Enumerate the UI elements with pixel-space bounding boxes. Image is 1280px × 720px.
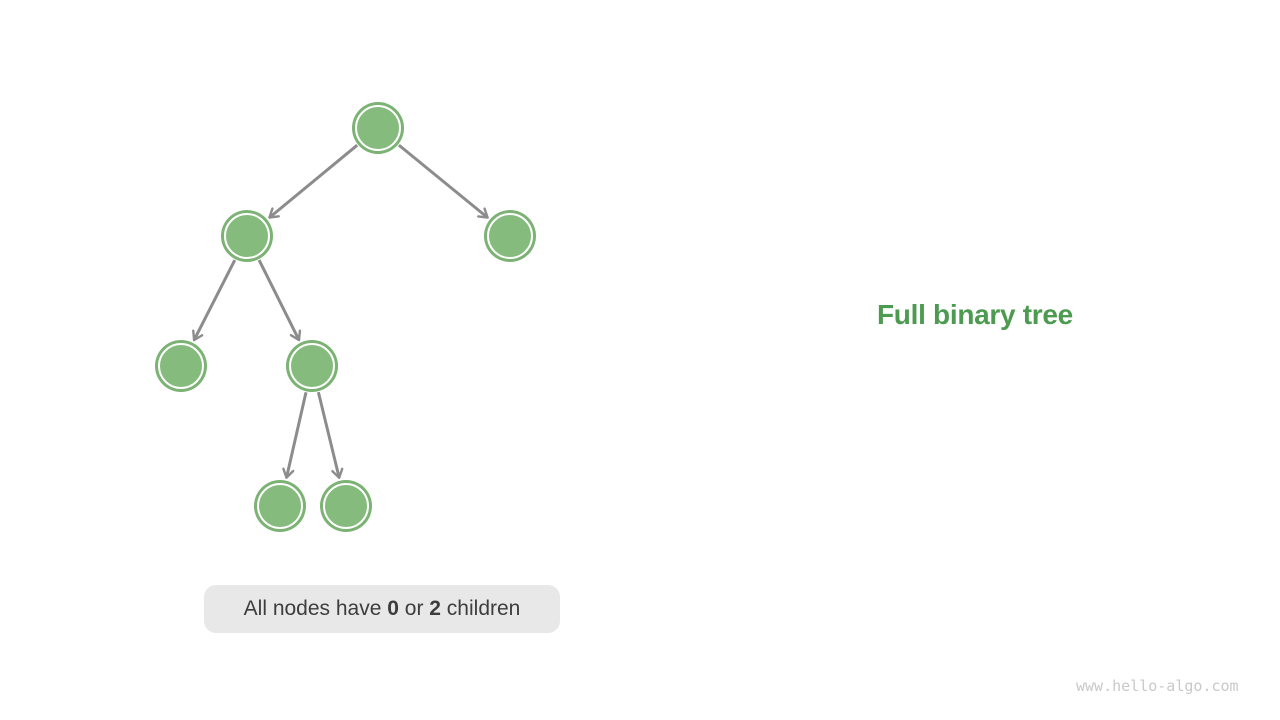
tree-node-l4-right <box>323 483 369 529</box>
tree-node-l3-left <box>158 343 204 389</box>
tree-edge-l3-right-to-l4-right <box>316 391 344 479</box>
caption-text-part: or <box>398 597 430 620</box>
caption-text-part: children <box>440 597 521 620</box>
caption-text-part: 2 <box>429 597 441 620</box>
tree-node-l4-left <box>257 483 303 529</box>
caption-box: All nodes have 0 or 2 children <box>204 585 560 633</box>
diagram-title: Full binary tree <box>877 299 1073 330</box>
tree-node-l3-right <box>289 343 335 389</box>
tree-node-l2-left <box>224 213 270 259</box>
tree-edge-l2-left-to-l3-right <box>257 259 302 342</box>
tree-edge-l2-left-to-l3-left <box>192 259 237 342</box>
caption-text-part: All nodes have <box>243 597 388 620</box>
tree-edge-root-to-l2-right <box>397 143 489 219</box>
tree-node-l2-right <box>487 213 533 259</box>
caption-text-part: 0 <box>387 597 399 620</box>
watermark: www.hello-algo.com <box>1076 677 1239 695</box>
tree-edge-l3-right-to-l4-left <box>282 391 308 479</box>
tree-edge-root-to-l2-left <box>268 144 359 219</box>
tree-node-root <box>355 105 401 151</box>
